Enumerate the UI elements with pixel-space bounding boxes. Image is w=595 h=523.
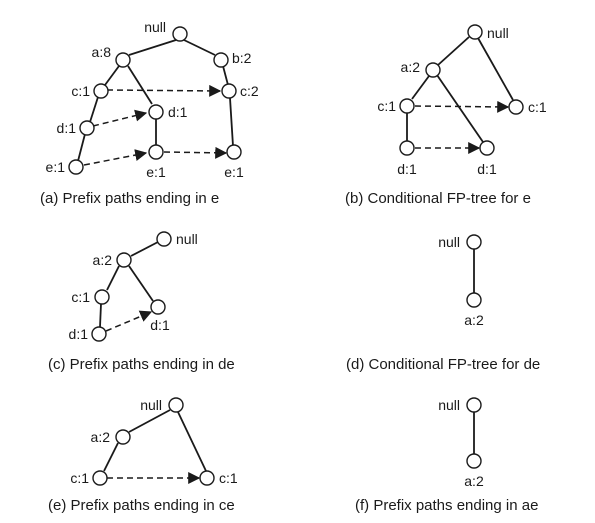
link-c-c [414,100,510,113]
caption-f: (f) Prefix paths ending in ae [355,497,538,514]
link-d-d [105,310,153,332]
node-c-left [399,98,415,114]
edge-a-d [128,265,154,302]
node-a [116,252,132,268]
link-e-e-1 [83,149,148,166]
node-e-right [226,144,242,160]
edge-d-e-left [77,133,86,162]
link-c-c [106,84,222,97]
label-d-right: d:1 [477,161,497,177]
panel-d: null a:2 (d) Conditional FP-tree for de [346,234,540,373]
edge-null-b [183,39,216,56]
edge-a-c [106,265,120,291]
node-e-left [68,159,84,175]
label-a: a:2 [401,59,421,75]
edge-a-c [411,75,430,100]
link-e-e-2 [163,146,228,159]
caption-b: (b) Conditional FP-tree for e [345,190,531,207]
label-null: null [438,234,460,250]
node-c-right [221,83,237,99]
label-null: null [438,397,460,413]
node-null [168,397,184,413]
label-c-right: c:2 [240,83,259,99]
node-a [425,62,441,78]
edge-a-d [127,65,153,105]
node-null [467,24,483,40]
node-c-left [92,470,108,486]
label-c-left: c:1 [70,470,89,486]
edge-null-a [128,39,177,56]
label-c-left: c:1 [377,98,396,114]
edge-null-c [477,37,514,101]
node-a [115,429,131,445]
node-a [115,52,131,68]
node-c-right [199,470,215,486]
edge-null-a [130,241,159,257]
label-null: null [144,19,166,35]
label-d-left: d:1 [57,120,77,136]
label-null: null [140,397,162,413]
node-d-left [79,120,95,136]
node-c-left [93,83,109,99]
edge-c-d [99,303,102,328]
node-null [172,26,188,42]
label-e-mid: e:1 [146,164,166,180]
edge-a-d [436,74,484,143]
panel-c: null a:2 c:1 d:1 d:1 (c) Prefix paths en… [48,231,235,373]
label-c-right: c:1 [219,470,238,486]
node-d-left [91,326,107,342]
label-d-left: d:1 [397,161,417,177]
label-a: a:2 [91,429,111,445]
panel-b: null a:2 c:1 c:1 d:1 d:1 (b) Conditional… [345,24,547,207]
edge-a-c [104,65,120,86]
label-a: a:2 [464,473,484,489]
node-d-left [399,140,415,156]
edge-a-c [103,442,119,472]
node-b [213,52,229,68]
node-null [466,397,482,413]
label-d-mid: d:1 [168,104,188,120]
node-a [466,292,482,308]
node-a [466,453,482,469]
edge-null-a [128,409,171,433]
label-b: b:2 [232,50,252,66]
label-null: null [176,231,198,247]
label-a: a:2 [464,312,484,328]
label-c-left: c:1 [71,83,90,99]
panel-e: null a:2 c:1 c:1 (e) Prefix paths ending… [48,397,238,514]
label-c: c:1 [71,289,90,305]
link-d-d [92,109,148,127]
caption-d: (d) Conditional FP-tree for de [346,356,540,373]
edge-c-d [89,96,99,123]
caption-a: (a) Prefix paths ending in e [40,190,219,207]
edge-c-e-right [229,97,234,147]
node-null [156,231,172,247]
label-a: a:8 [92,44,112,60]
node-e-mid [148,144,164,160]
node-c [94,289,110,305]
caption-c: (c) Prefix paths ending in de [48,356,235,373]
node-d-right [150,299,166,315]
label-e-right: e:1 [224,164,244,180]
caption-e: (e) Prefix paths ending in ce [48,497,235,514]
panel-f: null a:2 (f) Prefix paths ending in ae [355,397,538,514]
label-c-right: c:1 [528,99,547,115]
edge-null-c [177,411,207,472]
label-d-right: d:1 [150,317,170,333]
label-null: null [487,25,509,41]
node-c-right [508,99,524,115]
node-d-right [479,140,495,156]
edge-b-c [222,65,229,86]
panel-a: null a:8 b:2 c:1 c:2 d:1 d:1 e:1 e:1 e:1… [40,19,259,207]
node-null [466,234,482,250]
edge-null-a [437,36,470,66]
label-d-left: d:1 [69,326,89,342]
node-d-mid [148,104,164,120]
label-a: a:2 [93,252,113,268]
label-e-left: e:1 [46,159,66,175]
